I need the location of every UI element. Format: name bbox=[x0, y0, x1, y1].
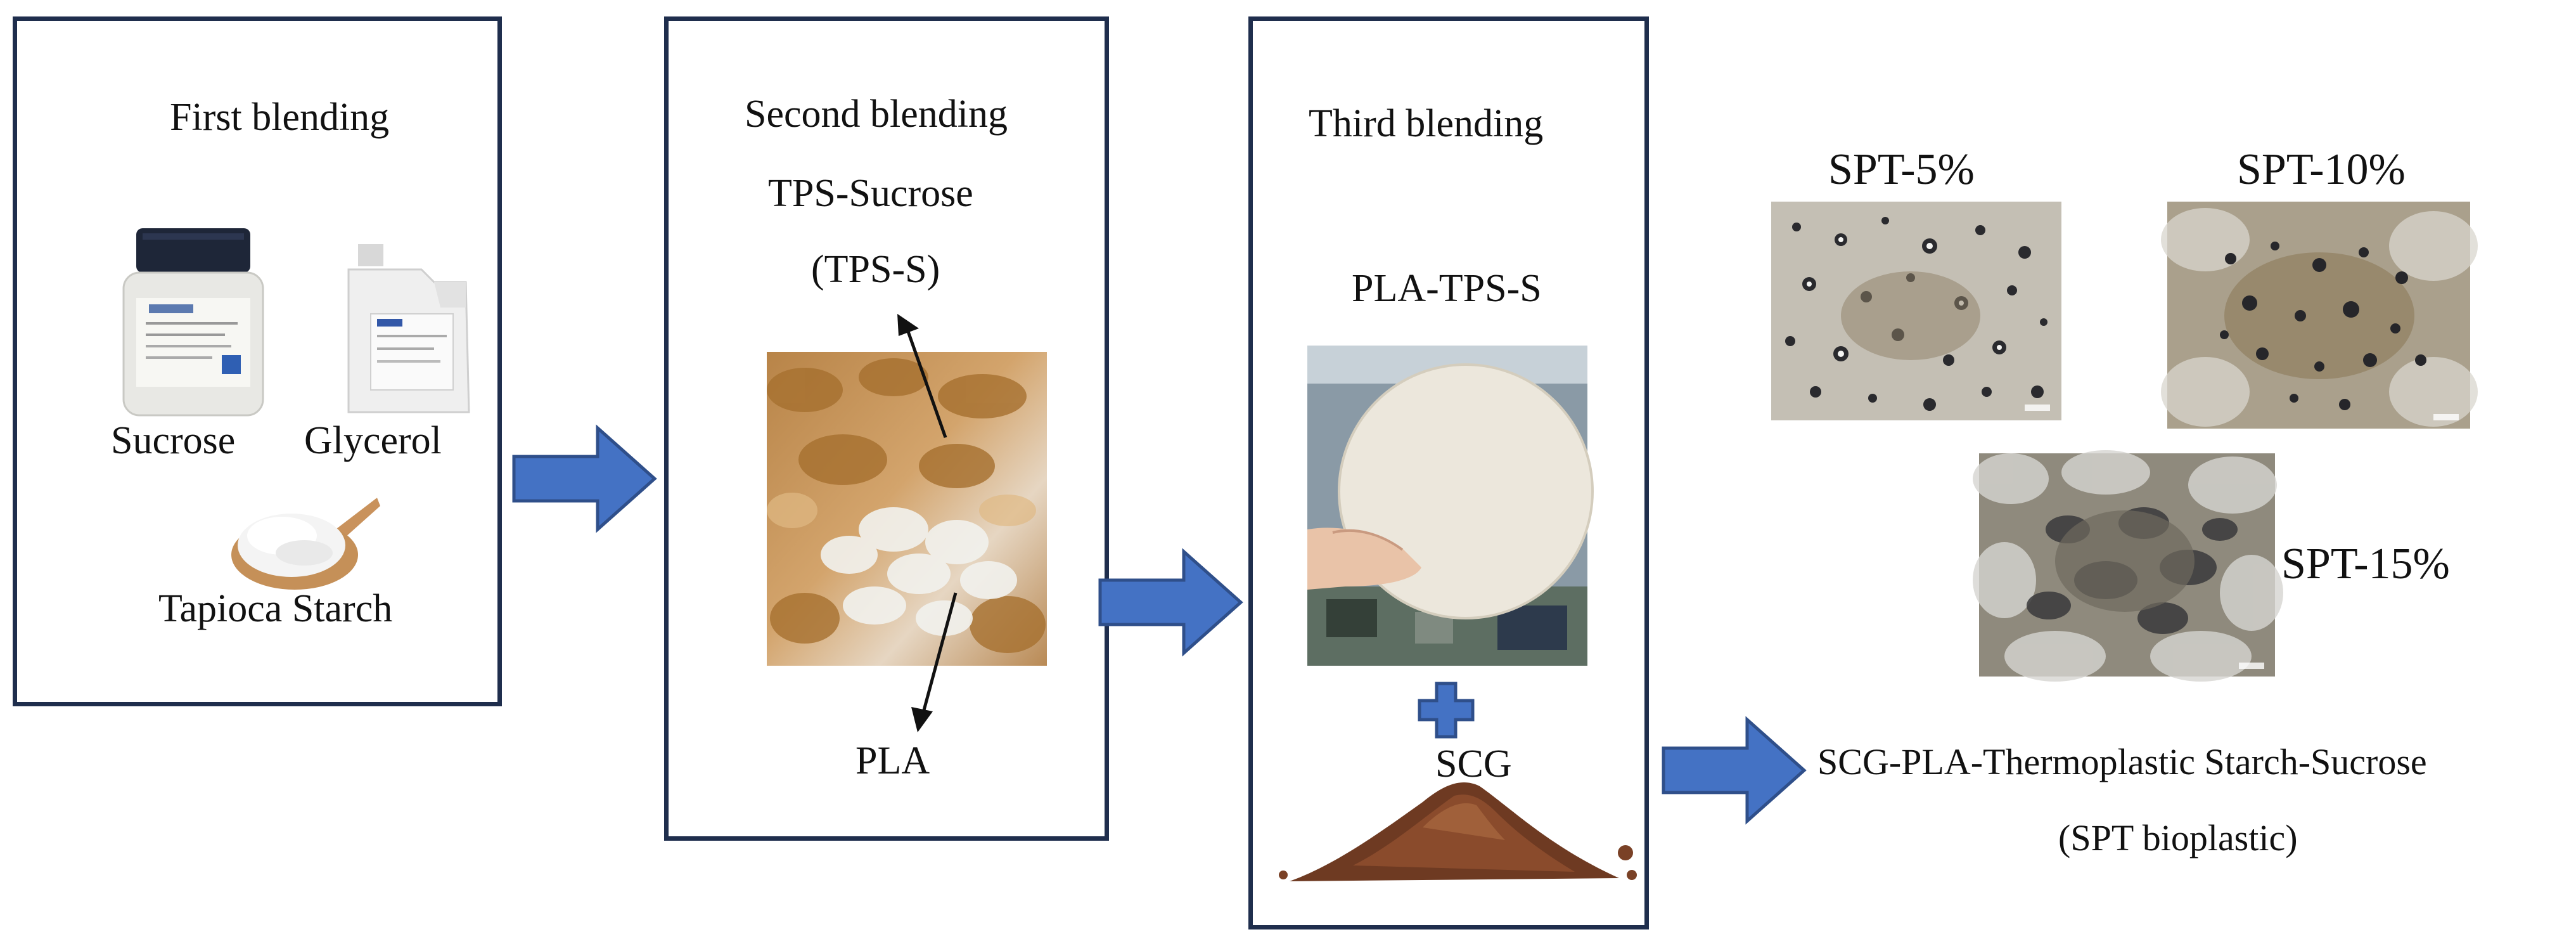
pla-label: PLA bbox=[855, 739, 930, 782]
tps-pla-pellets-image bbox=[767, 352, 1047, 666]
pointer-arrow-tps-icon bbox=[897, 314, 947, 438]
sucrose-label: Sucrose bbox=[111, 419, 236, 462]
arrow-right-icon bbox=[1098, 548, 1243, 657]
glycerol-label: Glycerol bbox=[304, 419, 442, 462]
tapioca-starch-image bbox=[231, 498, 380, 590]
spt-10-micrograph-image bbox=[2161, 202, 2478, 429]
spt-15-micrograph-image bbox=[1973, 450, 2283, 682]
glycerol-bottle-image bbox=[347, 244, 470, 413]
product-abbr-label: (SPT bioplastic) bbox=[2058, 817, 2298, 858]
arrow-right-icon bbox=[1662, 716, 1807, 825]
spt-10-label: SPT-10% bbox=[2237, 145, 2406, 194]
scg-coffee-pile-image bbox=[1279, 782, 1637, 881]
first-blending-title: First blending bbox=[170, 96, 390, 139]
third-blending-title: Third blending bbox=[1309, 102, 1544, 145]
tps-sucrose-label: TPS-Sucrose bbox=[768, 172, 973, 215]
tapioca-starch-label: Tapioca Starch bbox=[158, 587, 393, 630]
product-name-label: SCG-PLA-Thermoplastic Starch-Sucrose bbox=[1817, 741, 2427, 782]
pla-tps-s-film-image bbox=[1307, 346, 1594, 666]
arrow-right-icon bbox=[512, 424, 657, 533]
spt-5-micrograph-image bbox=[1771, 202, 2061, 420]
plus-icon bbox=[1418, 682, 1475, 739]
tps-s-abbr-label: (TPS-S) bbox=[811, 248, 940, 291]
spt-5-label: SPT-5% bbox=[1828, 145, 1975, 194]
pointer-arrow-pla-icon bbox=[911, 592, 958, 732]
second-blending-title: Second blending bbox=[745, 93, 1008, 136]
spt-15-label: SPT-15% bbox=[2281, 540, 2450, 588]
scg-label: SCG bbox=[1435, 742, 1512, 786]
pla-tps-s-label: PLA-TPS-S bbox=[1352, 267, 1542, 310]
sucrose-jar-image bbox=[122, 228, 264, 417]
